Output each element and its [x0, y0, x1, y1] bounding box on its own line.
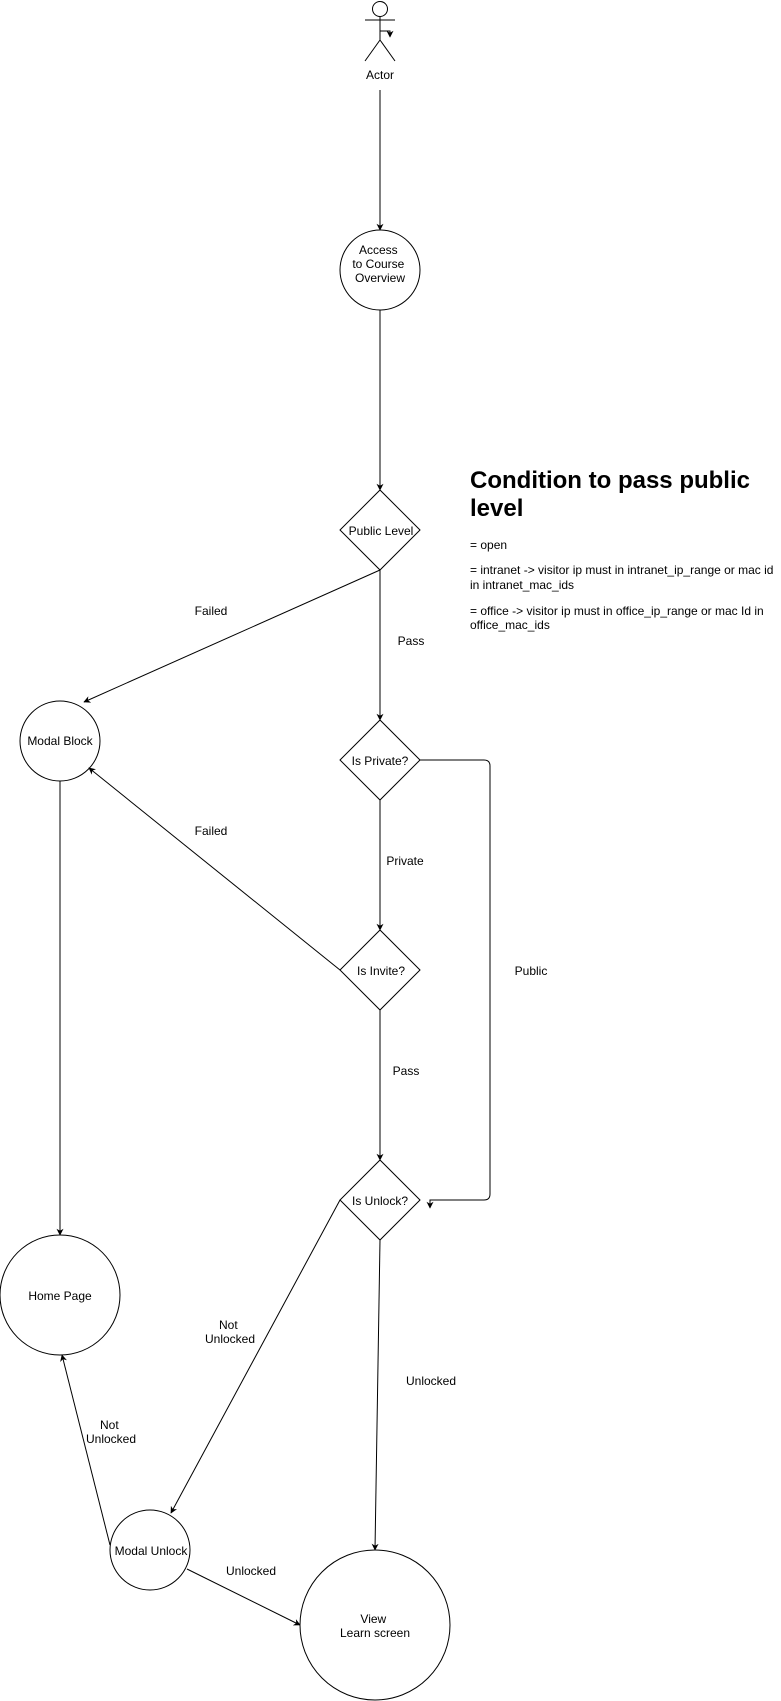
edge-label-unlocked-1: Unlocked [406, 1374, 456, 1388]
edge-modal-unlock-not-unlocked [60, 1354, 111, 1546]
actor-head [372, 1, 388, 17]
access-course-overview-label: Access to Course Overview [352, 243, 407, 285]
edge-is-unlock-unlocked [371, 1239, 381, 1551]
edge-modal-unlock-unlocked [186, 1568, 301, 1626]
actor-left-leg [364, 39, 381, 62]
edge-label-private: Private [386, 854, 424, 868]
modal-block-label: Modal Block [27, 734, 93, 748]
actor-figure: Actor [364, 1, 396, 82]
view-learn-screen-label: View Learn screen [340, 1612, 410, 1640]
node-modal-block: Modal Block [19, 700, 101, 782]
edge-is-unlock-not-unlocked [170, 1199, 341, 1514]
edge-label-not-unlocked-1: Not Unlocked [205, 1318, 255, 1346]
node-is-unlock: Is Unlock? [339, 1159, 421, 1241]
edge-label-pass-invite: Pass [393, 1064, 420, 1078]
node-is-invite: Is Invite? [339, 929, 421, 1011]
edge-label-pass-public: Pass [398, 634, 425, 648]
edge-label-unlocked-2: Unlocked [226, 1564, 276, 1578]
public-level-label: Public Level [349, 524, 414, 538]
node-view-learn-screen: View Learn screen [299, 1549, 451, 1701]
node-modal-unlock: Modal Unlock [109, 1509, 191, 1591]
actor-label: Actor [366, 68, 394, 82]
edge-label-public: Public [515, 964, 548, 978]
note-condition-open: = open [470, 538, 507, 552]
condition-note: Condition to pass public level = open = … [470, 467, 777, 632]
modal-unlock-shape [109, 1509, 191, 1591]
modal-unlock-label: Modal Unlock [115, 1544, 189, 1558]
is-private-label: Is Private? [352, 754, 409, 768]
node-public-level: Public Level [339, 489, 421, 571]
edge-label-not-unlocked-2: Not Unlocked [86, 1418, 136, 1446]
edge-is-invite-failed [88, 767, 341, 971]
node-home-page: Home Page [0, 1234, 121, 1356]
edge-public-level-failed [83, 569, 381, 703]
node-access-course-overview: Access to Course Overview [339, 229, 421, 311]
node-is-private: Is Private? [339, 719, 421, 801]
note-condition-office: = office -> visitor ip must in office_ip… [470, 604, 767, 632]
is-invite-label: Is Invite? [357, 964, 405, 978]
note-title: Condition to pass public level [470, 467, 757, 522]
edge-label-failed-public: Failed [195, 604, 228, 618]
is-unlock-label: Is Unlock? [352, 1194, 408, 1208]
actor-right-leg [379, 39, 396, 62]
note-condition-intranet: = intranet -> visitor ip must in intrane… [470, 563, 777, 592]
home-page-label: Home Page [28, 1289, 92, 1303]
actor-marker-arrow [380, 30, 394, 38]
edge-is-private-public [420, 759, 491, 1209]
edge-label-failed-invite: Failed [195, 824, 228, 838]
